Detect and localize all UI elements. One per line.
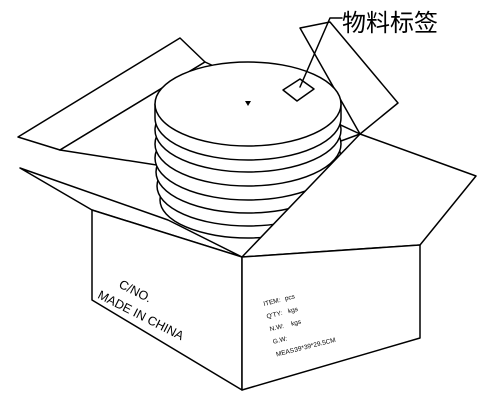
spec-key-item: ITEM:	[263, 297, 282, 308]
spec-key-gw: G.W:	[272, 335, 288, 345]
spec-key-qty: Q'TY:	[266, 310, 283, 321]
box-front-right-face	[241, 244, 421, 391]
spec-value-nw: kgs	[290, 318, 302, 327]
reel-hub	[245, 101, 251, 106]
callout-leader	[299, 17, 343, 88]
spec-value-qty: kgs	[287, 306, 299, 315]
material-label-square	[282, 78, 315, 102]
spec-value-item: pcs	[284, 293, 296, 302]
spec-key-meas: MEAS:	[275, 347, 297, 359]
material-label-callout: 物料标签	[342, 9, 438, 37]
reel-stack	[154, 61, 342, 239]
spec-key-nw: N.W:	[269, 323, 285, 333]
